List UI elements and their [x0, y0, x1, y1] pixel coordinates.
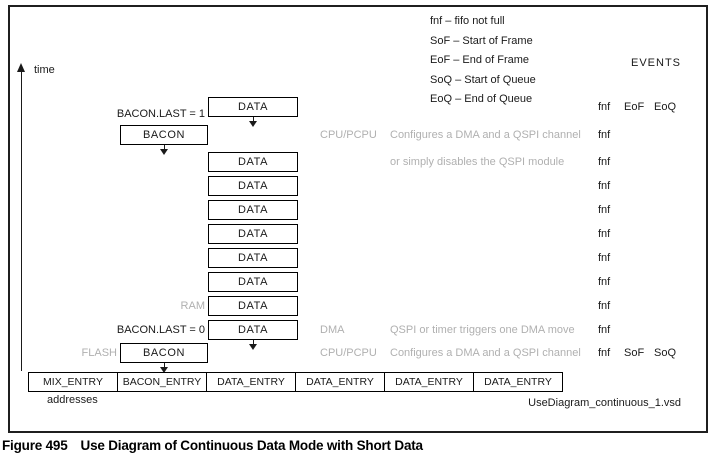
down-arrow-icon	[164, 363, 165, 368]
event-label: fnf	[598, 228, 611, 240]
legend-item-sof: SoF – Start of Frame	[430, 34, 533, 47]
diagram-frame	[8, 5, 708, 433]
legend: fnf – fifo not full SoF – Start of Frame…	[430, 12, 536, 110]
figure-title: Use Diagram of Continuous Data Mode with…	[80, 438, 424, 453]
event-label: fnf	[598, 156, 611, 168]
event-label: fnf	[598, 347, 611, 359]
data-box: DATA	[208, 200, 298, 220]
event-label: SoF	[624, 347, 645, 359]
event-label: fnf	[598, 180, 611, 192]
event-label: fnf	[598, 300, 611, 312]
address-cell: MIX_ENTRY	[28, 372, 118, 392]
addresses-label: addresses	[47, 394, 98, 406]
row-left-label: BACON.LAST = 1	[116, 108, 205, 120]
data-box: DATA	[208, 224, 298, 244]
address-cell: DATA_ENTRY	[295, 372, 385, 392]
event-label: EoF	[624, 101, 645, 113]
down-arrow-icon	[164, 145, 165, 150]
data-box: DATA	[208, 248, 298, 268]
note-label: Configures a DMA and a QSPI channel	[390, 347, 581, 359]
bacon-box: BACON	[120, 125, 208, 145]
actor-label: DMA	[320, 324, 345, 336]
vsd-file-label: UseDiagram_continuous_1.vsd	[528, 397, 681, 409]
event-label: fnf	[598, 101, 611, 113]
figure-caption: Figure 495 Use Diagram of Continuous Data…	[2, 438, 423, 453]
time-axis-label: time	[34, 64, 55, 76]
actor-label: CPU/PCPU	[320, 129, 377, 141]
events-header: EVENTS	[631, 57, 682, 69]
data-box: DATA	[208, 320, 298, 340]
time-axis-line	[21, 72, 22, 371]
figure-number: Figure 495	[2, 438, 68, 453]
note-label: QSPI or timer triggers one DMA move	[390, 324, 575, 336]
event-label: fnf	[598, 324, 611, 336]
bacon-box: BACON	[120, 343, 208, 363]
data-box: DATA	[208, 152, 298, 172]
legend-item-fnf: fnf – fifo not full	[430, 15, 505, 27]
down-arrow-icon	[253, 117, 254, 122]
data-box: DATA	[208, 296, 298, 316]
down-arrow-icon	[249, 121, 257, 127]
data-box: DATA	[208, 272, 298, 292]
actor-label: CPU/PCPU	[320, 347, 377, 359]
down-arrow-icon	[160, 367, 168, 373]
down-arrow-icon	[249, 344, 257, 350]
down-arrow-icon	[160, 149, 168, 155]
event-label: EoQ	[654, 101, 677, 113]
note-label: or simply disables the QSPI module	[390, 156, 565, 168]
event-label: SoQ	[654, 347, 677, 359]
row-left-label: RAM	[180, 300, 205, 312]
data-box: DATA	[208, 97, 298, 117]
down-arrow-icon	[253, 340, 254, 345]
legend-item-eoq: EoQ – End of Queue	[430, 93, 533, 105]
data-box: DATA	[208, 176, 298, 196]
address-cell: DATA_ENTRY	[384, 372, 474, 392]
row-left-label: FLASH	[81, 347, 117, 359]
address-cell: BACON_ENTRY	[117, 372, 207, 392]
event-label: fnf	[598, 252, 611, 264]
time-axis-arrowhead-icon	[17, 63, 25, 72]
address-cell: DATA_ENTRY	[473, 372, 563, 392]
event-label: fnf	[598, 129, 611, 141]
note-label: Configures a DMA and a QSPI channel	[390, 129, 581, 141]
row-left-label: BACON.LAST = 0	[116, 324, 205, 336]
address-cell: DATA_ENTRY	[206, 372, 296, 392]
event-label: fnf	[598, 276, 611, 288]
event-label: fnf	[598, 204, 611, 216]
legend-item-eof: EoF – End of Frame	[430, 54, 530, 66]
legend-item-soq: SoQ – Start of Queue	[430, 73, 536, 86]
